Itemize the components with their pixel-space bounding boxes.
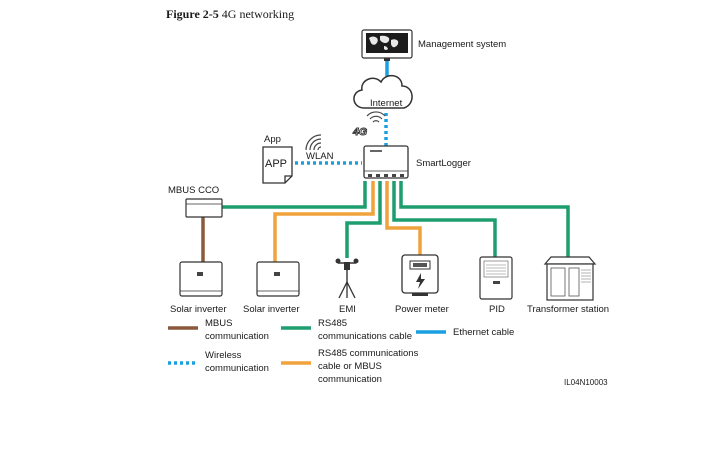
- management-system-icon: [361, 29, 413, 61]
- solar-inverter-1-icon: [179, 261, 223, 297]
- legend-rs485-line1: RS485: [318, 318, 347, 329]
- rs485-cable-emi: [345, 181, 382, 258]
- app-screen-label: APP: [265, 158, 287, 170]
- rs485-cable-pid: [392, 181, 497, 257]
- fourg-label: 4G: [352, 126, 367, 138]
- smartlogger-icon: [363, 145, 409, 179]
- app-tablet-icon: [262, 146, 293, 184]
- rs485-cable-mbus-cco: [222, 181, 367, 209]
- antenna-icon: [366, 111, 386, 123]
- solar-inverter-2-icon: [256, 261, 300, 297]
- wlan-label: WLAN: [306, 151, 334, 162]
- solar-inverter-1-label: Solar inverter: [170, 304, 227, 315]
- cloud-icon: [353, 74, 413, 109]
- solar-inverter-2-label: Solar inverter: [243, 304, 300, 315]
- legend-wireless-line1: Wireless: [205, 350, 242, 361]
- pid-icon: [479, 256, 513, 300]
- figure-number: Figure 2-5: [166, 7, 219, 21]
- legend-mbus-line2: communication: [205, 331, 269, 342]
- rs485-cable-transformer: [399, 181, 570, 257]
- figure-code: IL04N10003: [564, 378, 608, 387]
- emi-label: EMI: [339, 304, 356, 315]
- transformer-station-label: Transformer station: [527, 304, 609, 315]
- legend-ethernet-label: Ethernet cable: [453, 327, 514, 338]
- legend-rs485-mbus-line3: communication: [318, 374, 382, 385]
- rs485-or-mbus-cable-meter: [385, 181, 422, 255]
- mbus-cco-label: MBUS CCO: [168, 185, 219, 196]
- mbus-cco-icon: [185, 198, 223, 218]
- legend-rs485-mbus-line1: RS485 communications: [318, 348, 419, 359]
- emi-weather-station-icon: [335, 258, 359, 299]
- internet-label: Internet: [370, 98, 403, 109]
- power-meter-label: Power meter: [395, 304, 449, 315]
- figure-title: Figure 2-5 4G networking: [166, 7, 294, 22]
- wifi-icon: [305, 134, 322, 151]
- app-label: App: [264, 134, 281, 145]
- legend-rs485-line2: communications cable: [318, 331, 412, 342]
- power-meter-icon: [401, 254, 439, 296]
- rs485-or-mbus-cable-inverter2: [273, 181, 375, 262]
- pid-label: PID: [489, 304, 505, 315]
- legend-rs485-mbus-line2: cable or MBUS: [318, 361, 382, 372]
- management-system-label: Management system: [418, 39, 506, 50]
- figure-caption: 4G networking: [221, 7, 295, 21]
- legend-mbus-line1: MBUS: [205, 318, 232, 329]
- transformer-station-icon: [543, 256, 597, 301]
- legend-wireless-line2: communication: [205, 363, 269, 374]
- smartlogger-label: SmartLogger: [416, 158, 471, 169]
